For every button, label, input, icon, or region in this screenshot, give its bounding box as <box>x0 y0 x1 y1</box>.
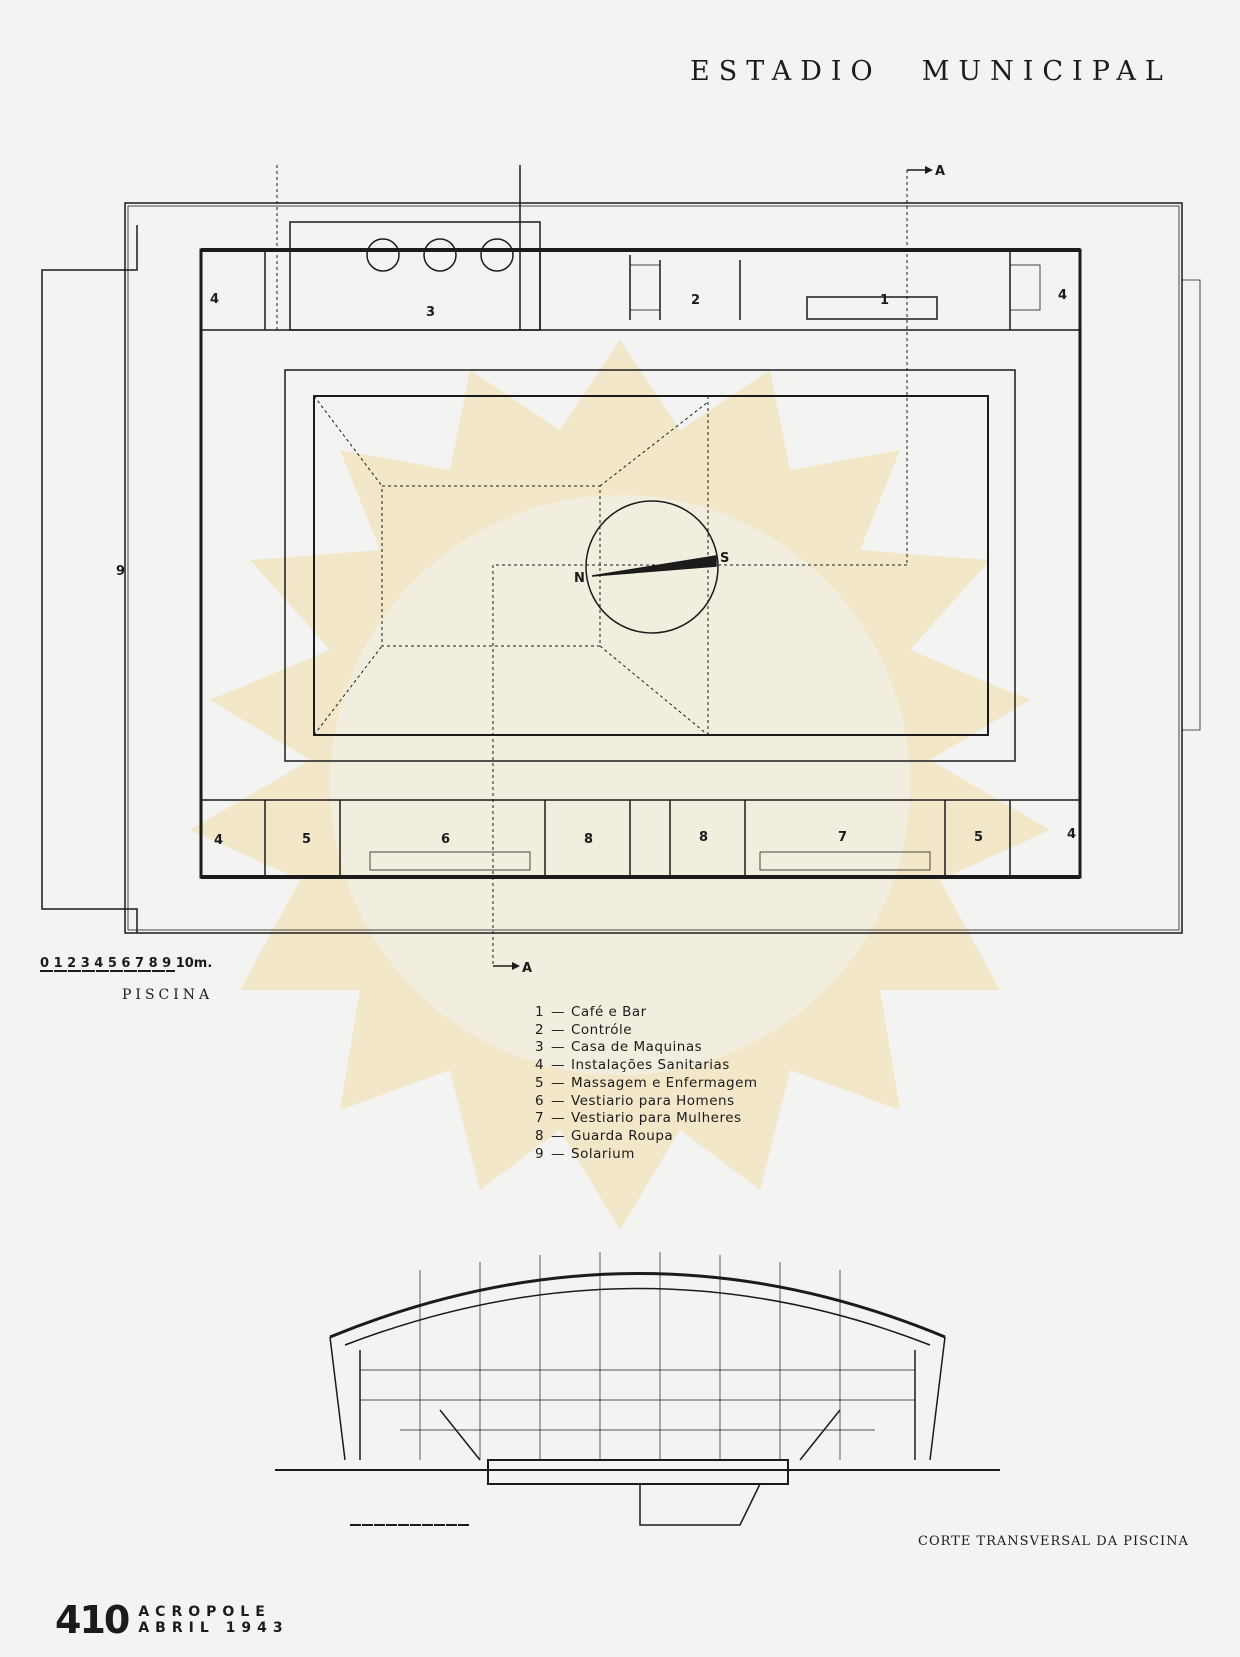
legend-label: Contróle <box>571 1021 633 1038</box>
legend-num: 2 <box>535 1021 545 1038</box>
legend-label: Guarda Roupa <box>571 1127 674 1144</box>
legend-num: 1 <box>535 1004 545 1020</box>
watermark-center <box>330 495 910 1075</box>
legend-num: 6 <box>535 1092 545 1109</box>
legend-item: 2—Contróle <box>535 1021 633 1038</box>
plan-caption: PISCINA <box>122 987 214 1003</box>
floor-plan <box>41 165 1201 967</box>
pool-deck <box>284 369 1016 762</box>
legend-num: 8 <box>535 1127 545 1144</box>
pool <box>313 395 989 736</box>
legend-item: 8—Guarda Roupa <box>535 1127 674 1144</box>
room-label-5: 5 <box>974 830 983 845</box>
room-label-6: 6 <box>441 832 450 847</box>
legend-item: 6—Vestiario para Homens <box>535 1092 735 1109</box>
legend-num: 3 <box>535 1039 545 1056</box>
compass-circle <box>585 500 719 634</box>
room-label-7: 7 <box>838 830 847 845</box>
room-label-5: 5 <box>302 832 311 847</box>
legend-label: Massagem e Enfermagem <box>571 1074 758 1091</box>
legend-label: Casa de Maquinas <box>571 1039 703 1056</box>
section-marker-top: A <box>935 164 945 179</box>
page-footer: 410 ACROPOLE ABRIL 1943 <box>55 1598 289 1642</box>
legend-item: 9—Solarium <box>535 1145 635 1162</box>
compass-south: S <box>720 551 729 566</box>
issue-date: ABRIL 1943 <box>138 1620 289 1636</box>
machine-room <box>289 221 541 331</box>
legend-label: Instalações Sanitarias <box>571 1057 730 1074</box>
compass-needle <box>591 555 717 577</box>
legend-num: 7 <box>535 1110 545 1127</box>
room-label-4: 4 <box>1067 827 1076 842</box>
legend-label: Vestiario para Homens <box>571 1092 735 1109</box>
room-label-4: 4 <box>214 833 223 848</box>
legend-label: Vestiario para Mulheres <box>571 1110 742 1127</box>
compass-north: N <box>574 571 585 586</box>
solarium-outline <box>41 225 138 933</box>
legend-item: 3—Casa de Maquinas <box>535 1039 703 1056</box>
section-drawing <box>275 1252 1000 1526</box>
scale-label: 0 1 2 3 4 5 6 7 8 9 10m. <box>40 956 212 971</box>
section-marker-bottom: A <box>522 961 532 976</box>
legend-item: 1—Café e Bar <box>535 1004 647 1020</box>
legend-num: 5 <box>535 1074 545 1091</box>
legend-item: 5—Massagem e Enfermagem <box>535 1074 758 1091</box>
legend-item: 4—Instalações Sanitarias <box>535 1057 730 1074</box>
page-title: ESTADIO MUNICIPAL <box>690 56 1172 87</box>
room-label-4: 4 <box>1058 288 1067 303</box>
title-word: MUNICIPAL <box>921 56 1172 87</box>
legend-item: 7—Vestiario para Mulheres <box>535 1110 742 1127</box>
section-caption: CORTE TRANSVERSAL DA PISCINA <box>918 1534 1189 1549</box>
magazine-name: ACROPOLE <box>138 1604 271 1620</box>
room-label-2: 2 <box>691 293 700 308</box>
legend-num: 4 <box>535 1057 545 1074</box>
legend: 1—Café e Bar 2—Contróle 3—Casa de Maquin… <box>535 1004 758 1163</box>
title-word: ESTADIO <box>690 56 882 87</box>
room-label-1: 1 <box>880 293 889 308</box>
legend-label: Solarium <box>571 1145 635 1162</box>
room-label-3: 3 <box>426 305 435 320</box>
legend-num: 9 <box>535 1145 545 1162</box>
room-label-4: 4 <box>210 292 219 307</box>
page-number: 410 <box>55 1598 130 1642</box>
room-label-9: 9 <box>116 564 125 579</box>
legend-label: Café e Bar <box>571 1004 647 1020</box>
room-label-8: 8 <box>699 830 708 845</box>
site-boundary <box>124 202 1183 934</box>
room-label-8: 8 <box>584 832 593 847</box>
